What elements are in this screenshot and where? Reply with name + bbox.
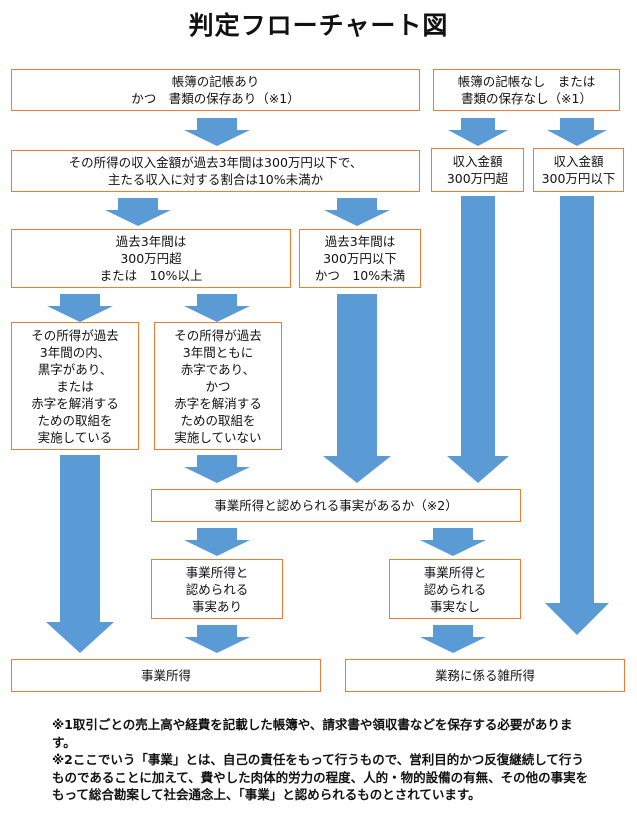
arrow-no-to-misc bbox=[420, 625, 486, 653]
box-past-over: 過去3年間は 300万円超 または 10%以上 bbox=[11, 229, 291, 288]
arrow-past-under-to-fact bbox=[323, 294, 391, 483]
arrow-yes-to-business bbox=[184, 625, 250, 653]
arrow-without-to-under bbox=[547, 118, 607, 146]
box-misc-income: 業務に係る雑所得 bbox=[345, 659, 625, 692]
box-profit-case: その所得が過去 3年間の内、 黒字があり、 または 赤字を解消する ための取組を… bbox=[11, 322, 139, 450]
footnotes: ※1取引ごとの売上高や経費を記載した帳簿や、請求書や領収書などを保存する必要があ… bbox=[52, 717, 589, 802]
box-fact-yes: 事業所得と 認められる 事実あり bbox=[151, 559, 283, 619]
box-loss-case: その所得が過去 3年間ともに 赤字であり、 かつ 赤字を解消する ための取組を … bbox=[154, 322, 282, 450]
arrow-without-to-over bbox=[448, 118, 508, 146]
box-without-records: 帳簿の記帳なし または 書類の保存なし（※1） bbox=[433, 69, 620, 111]
arrow-records-to-question bbox=[184, 118, 250, 146]
arrow-question-to-past-over bbox=[105, 198, 171, 226]
arrow-over-to-fact bbox=[447, 196, 509, 483]
box-past-under: 過去3年間は 300万円以下 かつ 10%未満 bbox=[299, 229, 421, 288]
box-business-income: 事業所得 bbox=[11, 659, 321, 692]
box-with-records: 帳簿の記帳あり かつ 書類の保存あり（※1） bbox=[11, 69, 420, 111]
arrow-question-to-past-under bbox=[324, 198, 390, 226]
arrow-under-to-misc bbox=[545, 196, 609, 635]
arrow-fact-to-yes bbox=[184, 528, 250, 556]
page-title: 判定フローチャート図 bbox=[188, 11, 449, 40]
box-fact-question: 事業所得と認められる事実があるか（※2） bbox=[151, 489, 521, 522]
arrow-profit-to-business bbox=[46, 455, 114, 653]
arrow-past-over-to-profit bbox=[47, 294, 113, 322]
box-income-question: その所得の収入金額が過去3年間は300万円以下で、 主たる収入に対する割合は10… bbox=[11, 150, 420, 192]
arrow-fact-to-no bbox=[420, 528, 486, 556]
box-income-under: 収入金額 300万円以下 bbox=[533, 148, 624, 192]
arrow-loss-to-fact bbox=[184, 455, 250, 483]
box-income-over: 収入金額 300万円超 bbox=[431, 148, 524, 192]
box-fact-no: 事業所得と 認められる 事実なし bbox=[389, 559, 521, 619]
arrow-past-over-to-loss bbox=[184, 294, 250, 322]
